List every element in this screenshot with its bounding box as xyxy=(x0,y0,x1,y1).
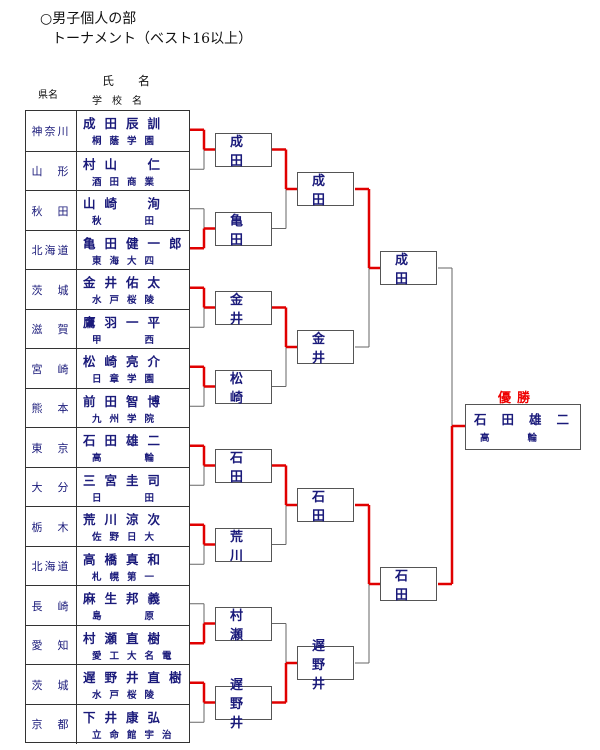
entry-school: 島 原 xyxy=(92,611,163,622)
entry-school: 桐蔭学園 xyxy=(92,136,163,147)
entry-school: 立命館宇治 xyxy=(92,729,180,741)
page-title: ○男子個人の部 xyxy=(40,11,137,27)
entry-school: 九州学院 xyxy=(92,413,163,425)
entry-name: 高橋真和 xyxy=(83,551,170,567)
entry-school: 高 輪 xyxy=(92,453,163,464)
round2-box: 松崎 xyxy=(215,369,272,406)
champion-school: 高 輪 xyxy=(480,433,538,444)
entry-name: 村山 仁 xyxy=(83,156,170,172)
entry-name: 前田智博 xyxy=(83,393,170,409)
entry-row: 北海道亀田健一郎東海大四 xyxy=(26,229,191,270)
round3-box: 石田 xyxy=(297,488,354,524)
entry-school: 酒田商業 xyxy=(92,176,163,188)
entry-name: 亀田健一郎 xyxy=(83,235,191,251)
page-subtitle: トーナメント（ベスト16以上） xyxy=(52,31,253,47)
entry-pref: 神奈川 xyxy=(26,111,77,151)
round2-box: 成田 xyxy=(215,132,272,169)
entry-pref: 東 京 xyxy=(26,428,77,467)
round2-box: 荒川 xyxy=(215,527,272,564)
header-school: 学 校 名 xyxy=(92,96,142,107)
entry-name: 遅野井直樹 xyxy=(83,670,191,685)
entry-name: 松崎亮介 xyxy=(83,354,170,369)
round4-box: 石田 xyxy=(380,567,437,603)
entry-row: 愛 知村瀬直樹愛工大名電 xyxy=(26,624,189,665)
entry-pref: 秋 田 xyxy=(26,191,77,230)
entry-name: 成田辰訓 xyxy=(83,116,170,131)
entry-school: 甲 西 xyxy=(92,334,163,346)
entry-pref: 栃 木 xyxy=(26,507,77,546)
entry-school: 佐野日大 xyxy=(92,532,163,543)
entry-name: 金井佑太 xyxy=(83,275,170,290)
entry-row: 神奈川成田辰訓桐蔭学園 xyxy=(26,111,189,151)
header-name: 氏 名 xyxy=(102,74,151,88)
entry-row: 秋 田山崎 洵秋 田 xyxy=(26,190,189,230)
entry-school: 札幌第一 xyxy=(92,571,163,583)
entry-name: 下井康弘 xyxy=(83,709,170,725)
entry-school: 水戸桜陵 xyxy=(92,690,163,701)
entry-name: 山崎 洵 xyxy=(83,196,170,211)
champion-box: 石田雄二 高 輪 xyxy=(465,404,581,450)
entry-name: 鷹羽一平 xyxy=(83,314,170,330)
entry-row: 滋 賀鷹羽一平甲 西 xyxy=(26,308,189,349)
entry-school: 水戸桜陵 xyxy=(92,295,163,306)
entry-table: 神奈川成田辰訓桐蔭学園山 形村山 仁酒田商業秋 田山崎 洵秋 田北海道亀田健一郎… xyxy=(25,110,191,744)
entry-row: 宮 崎松崎亮介日章学園 xyxy=(26,348,189,388)
entry-pref: 茨 城 xyxy=(26,665,77,704)
champion-label: 優勝 xyxy=(498,391,537,406)
entry-row: 長 崎麻生邦義島 原 xyxy=(26,585,189,625)
entry-row: 茨 城金井佑太水戸桜陵 xyxy=(26,269,189,309)
entry-name: 村瀬直樹 xyxy=(83,630,170,646)
round3-box: 成田 xyxy=(297,172,354,208)
entry-pref: 宮 崎 xyxy=(26,349,77,388)
entry-pref: 北海道 xyxy=(26,230,77,270)
entry-school: 日 田 xyxy=(92,492,163,504)
entry-row: 熊 本前田智博九州学院 xyxy=(26,387,189,428)
entry-row: 山 形村山 仁酒田商業 xyxy=(26,150,189,191)
entry-pref: 熊 本 xyxy=(26,388,77,428)
entry-pref: 山 形 xyxy=(26,151,77,191)
round2-box: 遅野井 xyxy=(215,678,272,731)
entry-name: 三宮圭司 xyxy=(83,472,170,488)
entry-row: 北海道高橋真和札幌第一 xyxy=(26,545,189,586)
round2-box: 石田 xyxy=(215,448,272,485)
entry-name: 荒川涼次 xyxy=(83,512,170,527)
entry-pref: 愛 知 xyxy=(26,625,77,665)
entry-school: 愛工大名電 xyxy=(92,650,180,662)
entry-row: 茨 城遅野井直樹水戸桜陵 xyxy=(26,664,189,704)
entry-pref: 大 分 xyxy=(26,467,77,507)
entry-row: 大 分三宮圭司日 田 xyxy=(26,466,189,507)
round2-box: 亀田 xyxy=(215,211,272,248)
entry-school: 日章学園 xyxy=(92,374,163,385)
entry-school: 秋 田 xyxy=(92,216,163,227)
header-pref: 県名 xyxy=(38,90,58,101)
entry-name: 麻生邦義 xyxy=(83,591,170,606)
entry-name: 石田雄二 xyxy=(83,433,170,448)
entry-row: 東 京石田雄二高 輪 xyxy=(26,427,189,467)
entry-pref: 滋 賀 xyxy=(26,309,77,349)
round3-box: 遅野井 xyxy=(297,639,354,692)
round2-box: 村瀬 xyxy=(215,606,272,643)
round3-box: 金井 xyxy=(297,330,354,366)
champion-name: 石田雄二 xyxy=(474,412,585,427)
round2-box: 金井 xyxy=(215,290,272,327)
round4-box: 成田 xyxy=(380,251,437,287)
entry-row: 栃 木荒川涼次佐野日大 xyxy=(26,506,189,546)
entry-pref: 京 都 xyxy=(26,704,77,744)
entry-pref: 長 崎 xyxy=(26,586,77,625)
entry-pref: 茨 城 xyxy=(26,270,77,309)
entry-pref: 北海道 xyxy=(26,546,77,586)
entry-school: 東海大四 xyxy=(92,255,163,267)
entry-row: 京 都下井康弘立命館宇治 xyxy=(26,703,189,744)
